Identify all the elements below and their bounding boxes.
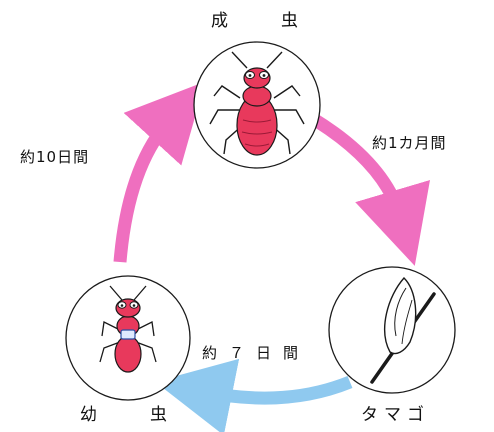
arrow-adult-to-egg [308, 112, 430, 266]
duration-adult-to-egg: 約1カ月間 [372, 134, 447, 152]
egg-stage-label: タマゴ [361, 404, 430, 425]
egg-on-stem-icon [370, 276, 436, 384]
arrow-nymph-to-adult [113, 81, 206, 263]
adult-insect-icon [209, 51, 305, 156]
adult-stage-label: 成 虫 [211, 11, 316, 31]
nymph-stage-label: 幼 虫 [80, 405, 185, 425]
duration-egg-to-nymph: 約７日間 [202, 344, 310, 362]
egg-node [328, 266, 456, 394]
duration-nymph-to-adult: 約10日間 [20, 148, 89, 166]
arrow-egg-to-nymph [155, 358, 353, 432]
adult-node [193, 41, 321, 169]
nymph-insect-icon [99, 285, 157, 373]
nymph-node [65, 275, 191, 401]
